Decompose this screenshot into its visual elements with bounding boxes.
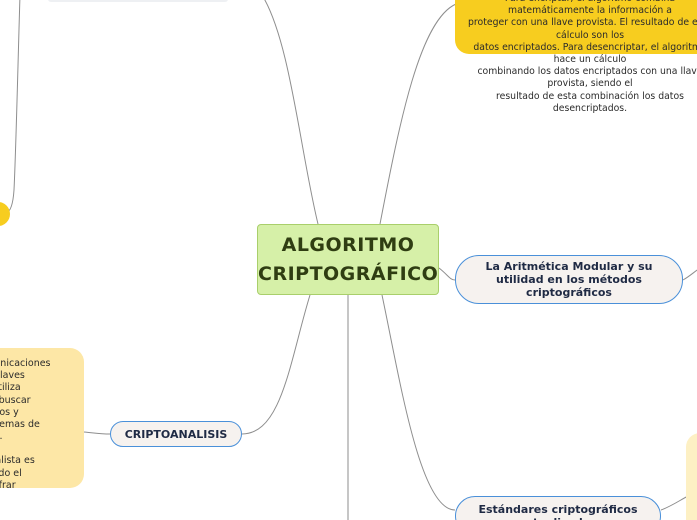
- topic-label: La Aritmética Modular y su utilidad en l…: [485, 260, 653, 299]
- central-topic-line-2: CRIPTOGRÁFICO: [258, 263, 439, 285]
- topic-estandares-criptograficos[interactable]: Estándares criptográficos actualizados: [455, 496, 661, 520]
- connector-criptoanalisis: [241, 294, 311, 435]
- topic-label-line-2: actualizados: [478, 516, 637, 520]
- connector-estandares: [381, 294, 456, 511]
- central-topic-line-1: ALGORITMO: [281, 234, 415, 256]
- central-topic[interactable]: ALGORITMO CRIPTOGRÁFICO: [257, 224, 439, 295]
- note-line: r las llaves: [0, 370, 25, 382]
- criptoanalisis-description-note[interactable]: comunicaciones r las llaves isis utiliza…: [0, 348, 84, 491]
- connector-top-note: [379, 3, 457, 225]
- note-line: comunicaciones: [0, 358, 51, 369]
- offscreen-topic-fragment[interactable]: [48, 0, 228, 2]
- note-line: datos encriptados. Para desencriptar, el…: [473, 41, 697, 66]
- note-line: ue todo el: [0, 467, 22, 479]
- connector-left-branch: [5, 0, 21, 214]
- note-line: o sistemas de: [0, 419, 40, 431]
- connector-cripto-note: [83, 431, 111, 435]
- connector-aritmetica: [438, 267, 456, 281]
- topic-label-line-1: Estándares criptográficos: [478, 503, 638, 516]
- topic-label: CRIPTOANALISIS: [124, 427, 228, 441]
- encryption-description-note[interactable]: Para encriptar, el algoritmo combina mat…: [455, 0, 697, 114]
- note-line: proteger con una llave provista. El resu…: [468, 17, 697, 41]
- note-line: resultado de esta combinación los datos …: [496, 90, 684, 114]
- estandares-description-note[interactable]: [686, 433, 697, 520]
- note-line: oritmos y: [0, 406, 19, 418]
- connector-upper-left: [264, 0, 319, 225]
- note-line: Para encriptar, el algoritmo combina mat…: [505, 0, 675, 17]
- note-line: descifrar: [0, 479, 16, 491]
- note-line: isis utiliza: [0, 382, 21, 394]
- note-line: ación.: [0, 431, 78, 443]
- topic-criptoanalisis[interactable]: CRIPTOANALISIS: [110, 421, 242, 447]
- note-line: toanalista es: [0, 455, 35, 467]
- note-line: [0, 443, 78, 455]
- offscreen-note-fragment[interactable]: [0, 202, 10, 226]
- connector-aritmetica-right: [682, 269, 697, 281]
- note-line: combinando los datos encriptados con una…: [477, 66, 697, 90]
- topic-aritmetica-modular[interactable]: La Aritmética Modular y su utilidad en l…: [455, 255, 683, 304]
- note-line: para buscar: [0, 394, 31, 406]
